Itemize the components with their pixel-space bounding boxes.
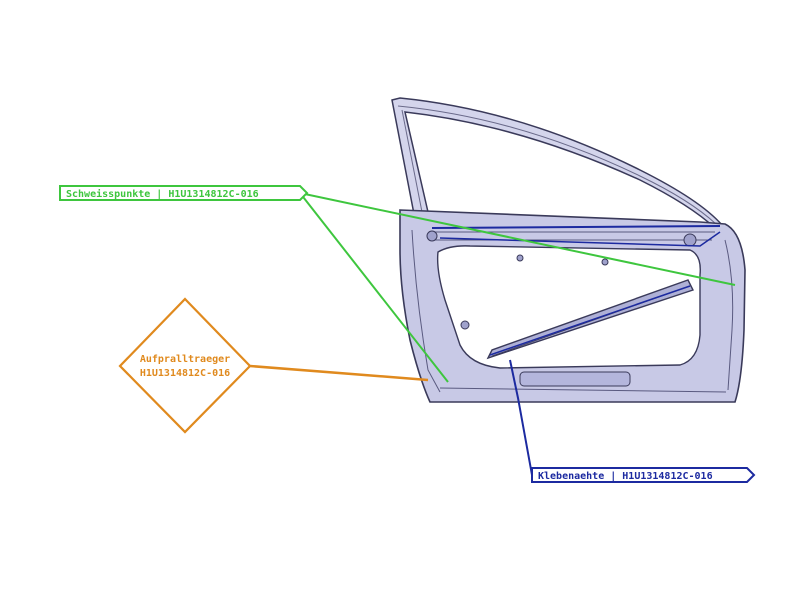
adhesive-leader-line xyxy=(509,359,533,476)
impact-callout: Aufpralltraeger H1U1314812C-016 xyxy=(118,297,429,434)
impact-label-line-1: Aufpralltraeger xyxy=(140,354,230,365)
mount-hole xyxy=(460,320,470,330)
window-frame-inner xyxy=(397,105,717,225)
weld-leader-line xyxy=(299,192,449,383)
mount-hole xyxy=(426,230,438,242)
left-flange-line xyxy=(411,229,441,393)
adhesive-callout: Klebenaehte | H1U1314812C-016 xyxy=(509,359,756,483)
right-flange-line xyxy=(724,239,734,391)
impact-label-line-2: H1U1314812C-016 xyxy=(140,368,230,379)
adhesive-seam xyxy=(431,225,721,229)
impact-leader-line xyxy=(249,364,429,382)
adhesive-label: Klebenaehte | H1U1314812C-016 xyxy=(538,471,713,482)
window-frame-edge xyxy=(401,109,423,213)
door-inner-opening xyxy=(436,245,701,369)
adhesive-seam xyxy=(489,285,691,356)
mount-hole xyxy=(601,258,609,266)
impact-label-diamond xyxy=(118,297,252,434)
weld-label: Schweisspunkte | H1U1314812C-016 xyxy=(66,188,259,200)
lower-pocket xyxy=(519,371,631,387)
mount-hole xyxy=(516,254,524,262)
adhesive-label-box xyxy=(531,467,756,483)
weld-leader-line xyxy=(299,192,736,286)
weld-callout: Schweisspunkte | H1U1314812C-016 xyxy=(59,185,736,383)
window-frame xyxy=(391,97,724,229)
bottom-flange-line xyxy=(439,387,727,393)
weld-label-box xyxy=(59,185,309,201)
mount-hole xyxy=(683,233,697,247)
